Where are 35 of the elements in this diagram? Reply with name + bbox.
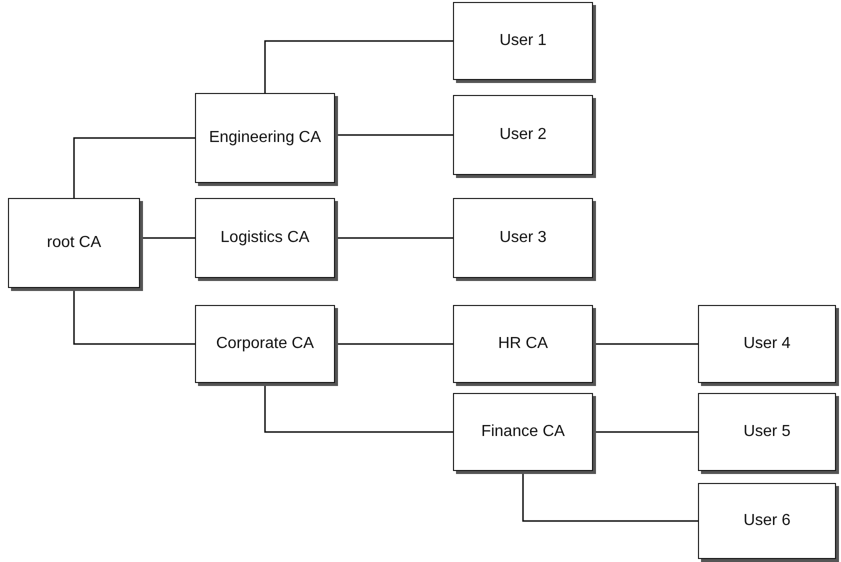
ca-box — [698, 393, 836, 471]
ca-box — [698, 305, 836, 383]
ca-box — [195, 305, 335, 383]
ca-box — [195, 93, 335, 183]
node-label: User 2 — [498, 125, 548, 146]
ca-box — [8, 198, 140, 288]
ca-box — [453, 393, 593, 471]
node-label: root CA — [46, 233, 102, 254]
ca-box — [453, 198, 593, 278]
connector-line — [335, 134, 453, 136]
connector-line — [73, 137, 195, 198]
ca-box — [453, 2, 593, 80]
ca-box — [195, 198, 335, 278]
connector-line — [140, 237, 195, 239]
node-label: Corporate CA — [215, 334, 315, 354]
connector-line — [593, 431, 698, 433]
connector-line — [522, 471, 698, 522]
ca-box — [453, 305, 593, 383]
ca-box — [453, 95, 593, 175]
connector-line — [335, 343, 453, 345]
node-label: User 5 — [742, 422, 792, 442]
connector-line — [335, 237, 453, 239]
node-label: Engineering CA — [208, 128, 322, 148]
connector-line — [73, 288, 195, 345]
node-label: Finance CA — [480, 422, 566, 442]
node-label: User 3 — [498, 228, 548, 248]
node-label: User 1 — [498, 31, 548, 52]
connector-line — [264, 40, 453, 93]
node-label: User 6 — [742, 511, 792, 532]
connector-line — [593, 343, 698, 345]
node-label: Logistics CA — [220, 228, 310, 248]
node-label: HR CA — [497, 334, 549, 354]
node-label: User 4 — [742, 334, 792, 354]
connector-line — [264, 383, 453, 433]
ca-box — [698, 483, 836, 559]
